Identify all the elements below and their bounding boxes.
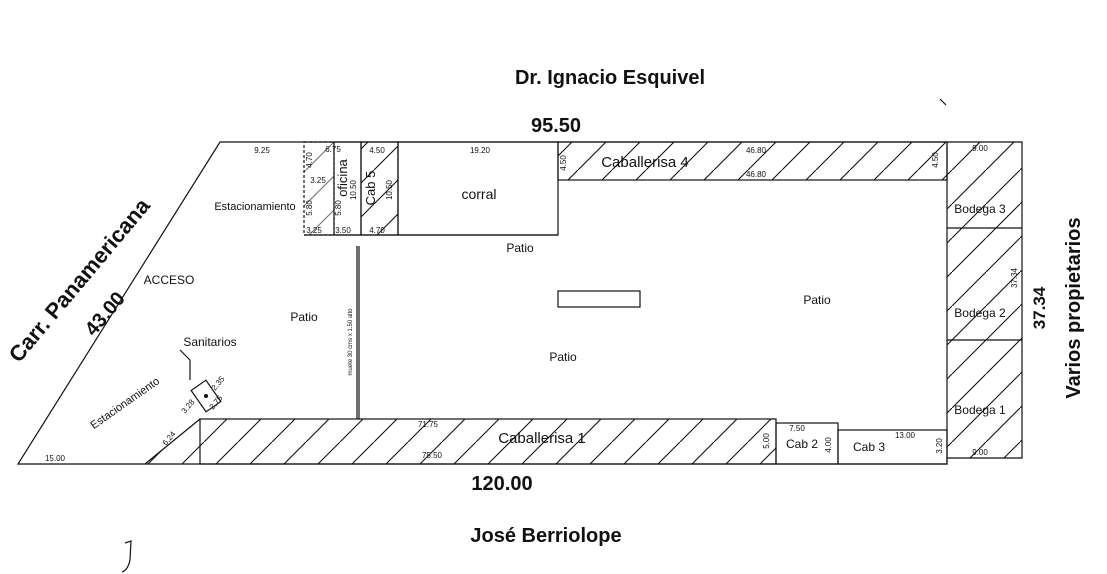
street-west: Carr. Panamericana — [4, 193, 156, 367]
label-corral: corral — [461, 186, 496, 202]
oficina-hatch — [304, 142, 334, 235]
dim-10-50a: 10.50 — [349, 179, 358, 200]
label-cab-2: Cab 2 — [786, 437, 818, 451]
dim-10-50b: 10.50 — [385, 179, 394, 200]
street-south: José Berriolope — [470, 525, 621, 547]
label-caballerisa-1: Caballerisa 1 — [498, 430, 586, 447]
boundary-south: 120.00 — [471, 473, 532, 495]
dim-3-20: 3.20 — [935, 438, 944, 454]
boundary-east: 37.34 — [1030, 286, 1049, 329]
dim-4-70b: 4.70 — [369, 226, 385, 235]
label-sanitarios: Sanitarios — [183, 335, 236, 349]
dim-46-80b: 46.80 — [746, 170, 767, 179]
scribble-mark — [121, 540, 132, 573]
label-acceso: ACCESO — [144, 273, 195, 287]
dim-4-70a: 4.70 — [305, 152, 314, 168]
cab5-hatch — [361, 142, 398, 235]
sanitarios-marker — [204, 394, 208, 398]
street-east: Varios propietarios — [1063, 217, 1085, 398]
bodega-hatch — [947, 142, 1022, 458]
north-mark — [939, 98, 947, 106]
dim-75-50: 75.50 — [422, 451, 443, 460]
dim-3-28: 3.28 — [180, 397, 197, 415]
dim-2-35: 2.35 — [210, 374, 227, 392]
patio-feature — [557, 290, 641, 308]
label-muro: muete 30 cms x 1.50 alto — [348, 308, 354, 376]
dim-15-00: 15.00 — [45, 454, 66, 463]
dim-13-00: 13.00 — [895, 431, 916, 440]
boundary-north: 95.50 — [531, 115, 581, 137]
property-boundary — [16, 141, 1023, 465]
dim-37-34: 37.34 — [1010, 267, 1019, 288]
caballerisa-4-hatch — [558, 142, 947, 180]
dim-4-00: 4.00 — [824, 437, 833, 453]
street-north: Dr. Ignacio Esquivel — [515, 67, 705, 89]
caballerisa-1-hatch — [145, 419, 776, 464]
label-bodega-2: Bodega 2 — [954, 306, 1006, 320]
dim-5-80a: 5.80 — [305, 200, 314, 216]
dim-9-00b: 9.00 — [972, 448, 988, 457]
label-bodega-1: Bodega 1 — [954, 403, 1006, 417]
label-cab-3: Cab 3 — [853, 440, 885, 454]
dim-4-50b: 4.50 — [559, 155, 568, 171]
dim-3-25a: 3.25 — [310, 176, 326, 185]
dim-4-50c: 4.50 — [931, 152, 940, 168]
cab-3 — [837, 429, 948, 465]
label-estacionamiento-top: Estacionamiento — [214, 201, 295, 213]
label-patio-left: Patio — [290, 310, 318, 324]
label-patio-center: Patio — [549, 350, 577, 364]
dim-46-80a: 46.80 — [746, 146, 767, 155]
label-estacionamiento-bottom: Estacionamiento — [89, 375, 163, 431]
dim-3-50: 3.50 — [335, 226, 351, 235]
dim-5-00: 5.00 — [762, 433, 771, 449]
label-bodega-3: Bodega 3 — [954, 202, 1006, 216]
dim-6-75: 6.75 — [325, 145, 341, 154]
label-caballerisa-4: Caballerisa 4 — [601, 154, 689, 171]
label-cab-5: Cab 5 — [363, 171, 378, 206]
label-patio-right: Patio — [803, 293, 831, 307]
dim-7-50: 7.50 — [789, 424, 805, 433]
dim-4-50a: 4.50 — [369, 146, 385, 155]
label-oficina: oficina — [335, 158, 350, 196]
dim-5-80b: 5.80 — [334, 200, 343, 216]
label-patio-top: Patio — [506, 241, 534, 255]
sanitarios-box — [190, 379, 222, 413]
dim-19-20: 19.20 — [470, 146, 491, 155]
dim-71-75: 71.75 — [418, 420, 439, 429]
dim-2-75: 2.75 — [208, 393, 225, 411]
dim-3-25b: 3.25 — [306, 226, 322, 235]
boundary-west: 43.00 — [81, 288, 130, 340]
dim-9-25: 9.25 — [254, 146, 270, 155]
dim-9-00a: 9.00 — [972, 144, 988, 153]
